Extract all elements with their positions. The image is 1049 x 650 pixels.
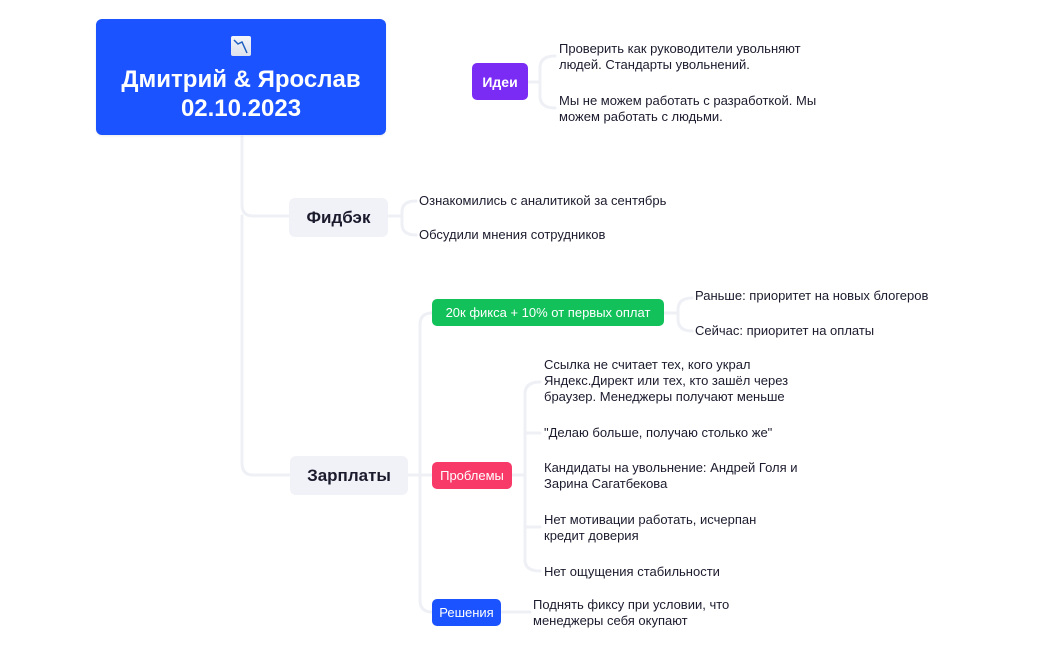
salary-node[interactable]: Зарплаты: [290, 456, 408, 495]
root-date: 02.10.2023: [180, 95, 302, 122]
solution-item[interactable]: Поднять фиксу при условии, что менеджеры…: [533, 597, 730, 628]
ideas-node[interactable]: Идеи: [472, 63, 528, 100]
scheme-item[interactable]: Сейчас: приоритет на оплаты: [695, 323, 875, 338]
feedback-item[interactable]: Ознакомились с аналитикой за сентябрь: [419, 193, 667, 208]
ideas-item[interactable]: Мы не можем работать с разработкой. Мы м…: [559, 93, 817, 124]
root-node[interactable]: Дмитрий & Ярослав 02.10.2023: [96, 19, 386, 135]
problem-item[interactable]: Нет ощущения стабильности: [544, 564, 720, 579]
ideas-label: Идеи: [482, 73, 518, 90]
scheme-item[interactable]: Раньше: приоритет на новых блогеров: [695, 288, 929, 303]
solutions-node[interactable]: Решения: [432, 599, 501, 626]
problem-item[interactable]: Ссылка не считает тех, кого украл Яндекс…: [544, 357, 789, 404]
feedback-label: Фидбэк: [306, 207, 371, 227]
salary-label: Зарплаты: [307, 465, 391, 485]
problem-item[interactable]: Нет мотивации работать, исчерпан кредит …: [544, 512, 757, 543]
chart-decreasing-icon: [231, 36, 251, 56]
problems-node[interactable]: Проблемы: [432, 462, 512, 489]
problem-item[interactable]: "Делаю больше, получаю столько же": [544, 425, 773, 440]
root-title: Дмитрий & Ярослав: [121, 66, 361, 93]
salary-scheme-node[interactable]: 20к фикса + 10% от первых оплат: [432, 299, 664, 326]
ideas-item[interactable]: Проверить как руководители увольняют люд…: [559, 41, 801, 72]
feedback-node[interactable]: Фидбэк: [289, 198, 388, 237]
feedback-item[interactable]: Обсудили мнения сотрудников: [419, 227, 606, 242]
problem-item[interactable]: Кандидаты на увольнение: Андрей Голя и З…: [544, 460, 798, 491]
